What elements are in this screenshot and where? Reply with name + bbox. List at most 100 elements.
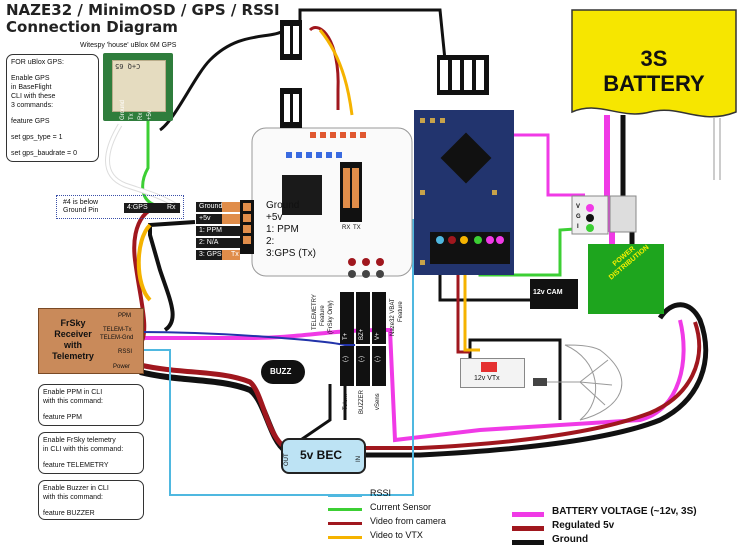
naze-pin-stubs xyxy=(348,258,384,278)
pin-label-ppm: 1: PPM xyxy=(266,224,299,235)
vtx-chip-icon xyxy=(481,362,497,372)
legend-label: Video from camera xyxy=(370,516,446,526)
legend-label: Ground xyxy=(552,534,589,545)
gps-note-line: set gps_type = 1 xyxy=(11,134,63,141)
diagram-title: NAZE32 / MinimOSD / GPS / RSSI Connectio… xyxy=(6,2,280,36)
buzzer-note: Enable Buzzer in CLI with this command: fe… xyxy=(38,480,144,520)
title-line-1: NAZE32 / MinimOSD / GPS / RSSI xyxy=(6,1,280,19)
legend-label: Regulated 5v xyxy=(552,520,615,531)
buzzer-note-line: feature BUZZER xyxy=(43,510,95,517)
camera-label: 12v CAM xyxy=(533,289,563,296)
header-ground-row: Ground xyxy=(196,202,222,212)
header-tx: Tx xyxy=(231,251,239,258)
header-bz-label: BZ+ xyxy=(359,328,365,340)
ground-pin-note: #4 is below Ground Pin xyxy=(63,199,98,215)
osd-pin-tx: TX xyxy=(353,225,361,231)
minimosd-chip xyxy=(282,175,322,215)
pin-label-ground: Ground xyxy=(266,200,300,211)
header-na-row: 2: N/A xyxy=(196,238,222,248)
plug-i-dot xyxy=(586,224,594,232)
gps-antenna-chip xyxy=(112,60,166,112)
legend-swatch xyxy=(328,522,362,525)
pin-label-2: 2: xyxy=(266,236,275,247)
osd-rx-tx-header xyxy=(340,162,362,222)
ground-pin-note-box xyxy=(56,195,184,219)
header-rx: Rx xyxy=(167,204,176,211)
legend-swatch xyxy=(512,540,544,545)
header-gps-pin4-label: 4:GPS xyxy=(127,204,148,211)
video-to-vtx-wires xyxy=(136,29,480,352)
plug-v-dot xyxy=(586,204,594,212)
header-gps-pin4: 4:GPS xyxy=(124,203,180,213)
buzzer-note-line xyxy=(43,502,139,509)
gps-note-line: FOR uBlox GPS: xyxy=(11,59,64,66)
power-distribution-board xyxy=(588,244,664,314)
legend-label: BATTERY VOLTAGE (~12v, 3S) xyxy=(552,506,697,517)
legend-swatch xyxy=(512,512,544,517)
buzzer-label: BUZZER xyxy=(359,390,365,414)
header-5v-row: +5v xyxy=(196,214,222,224)
ground-pin-note-line-2: Ground Pin xyxy=(63,207,99,214)
telemetry-feature-label-1: TELEMETRY xyxy=(312,294,318,330)
battery-body xyxy=(571,9,737,118)
gps-note-line: CLI with these xyxy=(11,93,56,100)
bec-in-label: IN xyxy=(356,456,362,462)
legend-label: Current Sensor xyxy=(370,502,432,512)
frsky-name-line-1: FrSky xyxy=(60,318,86,328)
gps-note-line xyxy=(11,67,94,74)
gps-pin-5v: +5v xyxy=(147,110,153,120)
gps-white-wire-core xyxy=(106,124,181,210)
minimosd-top-pads xyxy=(310,132,366,138)
gps-note-line: in BaseFlight xyxy=(11,84,52,91)
telemetry-feature-label-2: Feature xyxy=(320,305,326,326)
vsens-label: vSens xyxy=(375,393,381,410)
header-gps-row: 3: GPS xyxy=(196,250,222,260)
telemetry-note-line: feature TELEMETRY xyxy=(43,462,109,469)
legend-label: Video to VTX xyxy=(370,530,423,540)
buzzer-note-line: with this command: xyxy=(43,494,103,501)
ppm-note-line xyxy=(43,406,139,413)
header-minus-3: (-) xyxy=(375,356,381,362)
gps-pin-rx: Rx xyxy=(138,112,144,120)
battery-label-line-2: BATTERY xyxy=(603,71,705,96)
header-t-label: T+ xyxy=(343,332,349,340)
gps-note-line: feature GPS xyxy=(11,118,50,125)
ppm-note-line: with this command: xyxy=(43,398,103,405)
bec-module xyxy=(281,438,366,474)
vtx-sma-connector xyxy=(533,378,547,386)
frsky-power-label: Power xyxy=(113,364,131,370)
naze32-connectors xyxy=(436,236,504,244)
telemetry-note-line: in CLI with this command: xyxy=(43,446,124,453)
frsky-telem-gnd-label: TELEM-Gnd xyxy=(100,335,134,341)
gps-note-line: 3 commands: xyxy=(11,102,54,109)
bec-label: 5v BEC xyxy=(300,448,343,462)
telem-label: Telem xyxy=(343,393,349,410)
gps-chip-text: C+Q 65 xyxy=(115,62,141,70)
legend-swatch xyxy=(328,536,362,539)
naze32-pin-header xyxy=(430,232,510,264)
telemetry-note-line xyxy=(43,454,139,461)
frsky-receiver-name: FrSky Receiver with Telemetry xyxy=(38,318,108,362)
minimosd-blue-pads xyxy=(286,152,342,158)
pin-label-gps-tx: 3:GPS (Tx) xyxy=(266,248,317,259)
buzzer-note-line: Enable Buzzer in CLI xyxy=(43,485,109,492)
osd-pin-rx: RX xyxy=(342,225,351,231)
header-minus-2: (-) xyxy=(359,356,365,362)
frsky-ppm-label: PPM xyxy=(118,313,132,319)
telemetry-wire xyxy=(139,331,355,346)
plug-g-dot xyxy=(586,214,594,222)
title-line-2: Connection Diagram xyxy=(6,18,178,36)
plug-i-label: I xyxy=(577,224,579,230)
header-v-label: V+ xyxy=(375,332,381,340)
naze32-pads xyxy=(420,118,497,265)
gps-note-line xyxy=(11,110,94,117)
gps-note-line: set gps_baudrate = 0 xyxy=(11,150,77,157)
frsky-rssi-label: RSSI xyxy=(118,349,133,355)
buzzer-label-text: BUZZ xyxy=(270,367,292,376)
telemetry-note: Enable FrSky telemetry in CLI with this c… xyxy=(38,432,144,474)
telemetry-note-line: Enable FrSky telemetry xyxy=(43,437,116,444)
frsky-receiver xyxy=(38,308,144,374)
gps-module-label: Witespy 'house' uBlox 6M GPS xyxy=(80,42,177,49)
